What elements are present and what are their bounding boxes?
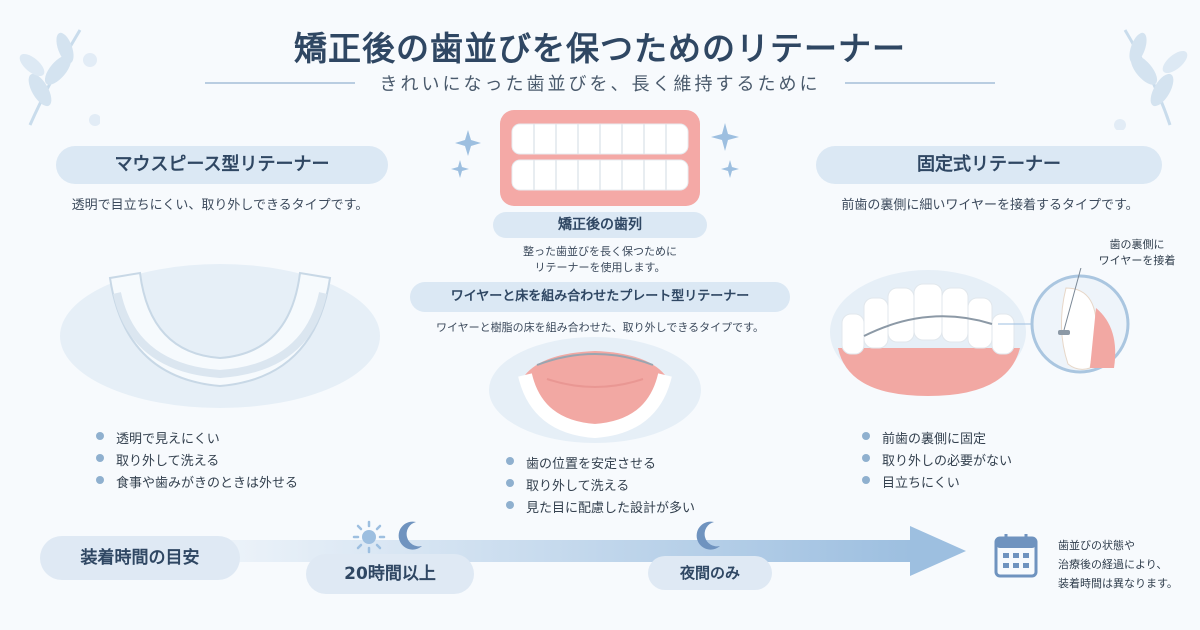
list-item: 透明で見えにくい (96, 428, 396, 447)
wear-time-label: 装着時間の目安 (40, 536, 240, 580)
mouthpiece-illustration (60, 264, 380, 408)
wear-note-line: 歯並びの状態や (1058, 539, 1135, 552)
plate-desc: ワイヤーと樹脂の床を組み合わせた、取り外しできるタイプです。 (435, 321, 765, 334)
moon-icon (398, 521, 422, 550)
list-item: 取り外して洗える (96, 450, 396, 469)
center-heading: 矯正後の歯列 (493, 212, 707, 238)
plate-heading: ワイヤーと床を組み合わせたプレート型リテーナー (410, 282, 790, 312)
plate-retainer-illustration (489, 337, 701, 443)
divider (845, 82, 995, 84)
page-title: 矯正後の歯並びを保つためのリテーナー (294, 29, 906, 68)
center-desc-line1: 整った歯並びを長く保つために (523, 245, 677, 258)
mouthpiece-points: 透明で見えにくい 取り外して洗える 食事や歯みがきのときは外せる (96, 428, 396, 494)
teeth-illustration (500, 110, 700, 206)
plate-points: 歯の位置を安定させる 取り外して洗える 見た目に配慮した設計が多い (506, 453, 766, 519)
calendar-icon (994, 534, 1038, 578)
fixed-heading: 固定式リテーナー (816, 146, 1162, 184)
sun-icon (352, 520, 386, 554)
leaf-icon (19, 29, 100, 126)
wear-note: 歯並びの状態や 治療後の経過により、 装着時間は異なります。 (1058, 536, 1198, 593)
mouthpiece-desc: 透明で目立ちにくい、取り外しできるタイプです。 (71, 198, 369, 213)
list-item: 前歯の裏側に固定 (862, 428, 1162, 447)
leaf-icon (1114, 29, 1188, 130)
divider (205, 82, 355, 84)
page-subtitle: きれいになった歯並びを、長く維持するために (379, 74, 821, 95)
callout-line1: 歯の裏側に (1109, 238, 1165, 251)
sparkle-icon (711, 123, 739, 178)
fixed-retainer-illustration (830, 268, 1130, 396)
mouthpiece-heading: マウスピース型リテーナー (56, 146, 388, 184)
wear-note-line: 装着時間は異なります。 (1058, 577, 1178, 590)
list-item: 食事や歯みがきのときは外せる (96, 472, 396, 491)
fixed-desc: 前歯の裏側に細いワイヤーを接着するタイプです。 (841, 198, 1139, 213)
list-item: 歯の位置を安定させる (506, 453, 766, 472)
moon-icon (696, 521, 720, 550)
list-item: 目立ちにくい (862, 472, 1162, 491)
list-item: 取り外しの必要がない (862, 450, 1162, 469)
wear-stage-full: 20時間以上 (306, 554, 474, 594)
fixed-points: 前歯の裏側に固定 取り外しの必要がない 目立ちにくい (862, 428, 1162, 494)
callout-line2: ワイヤーを接着 (1098, 254, 1176, 267)
list-item: 取り外して洗える (506, 475, 766, 494)
list-item: 見た目に配慮した設計が多い (506, 497, 766, 516)
wear-note-line: 治療後の経過により、 (1058, 558, 1168, 571)
center-desc-line2: リテーナーを使用します。 (534, 261, 666, 274)
wear-stage-night: 夜間のみ (648, 556, 772, 590)
sparkle-icon (451, 130, 481, 178)
